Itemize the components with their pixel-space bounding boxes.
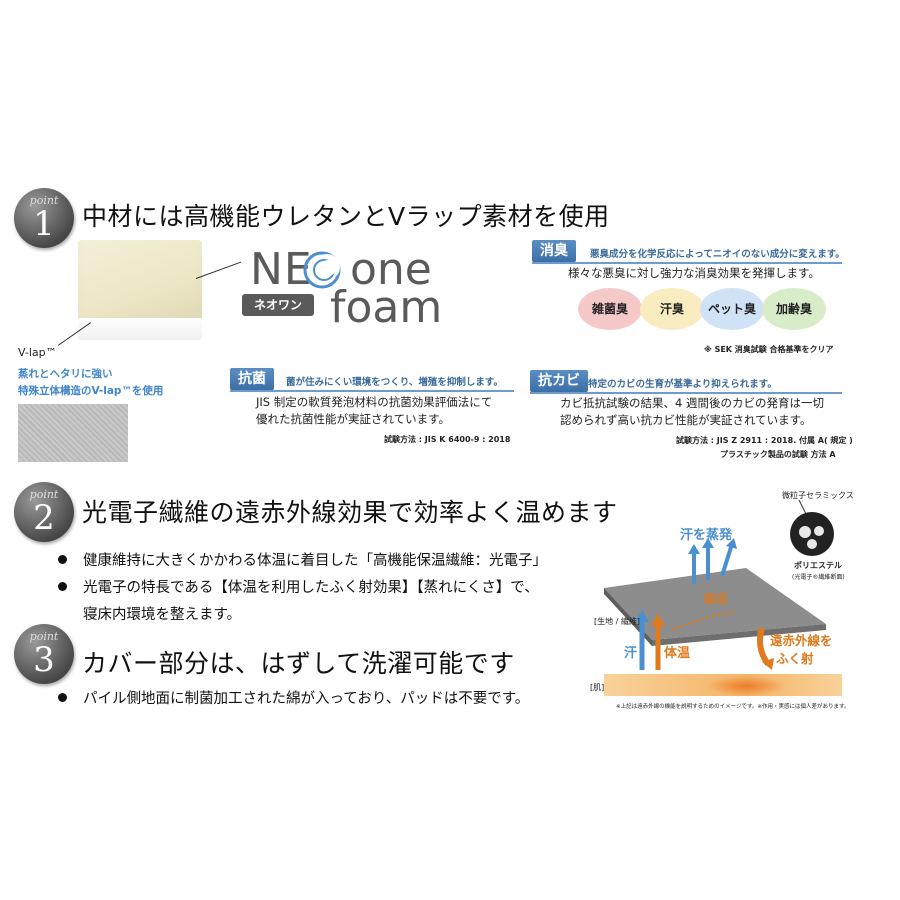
odor-label: 雑菌臭 bbox=[591, 302, 628, 316]
sweat-evap-label: 汗を蒸発 bbox=[680, 528, 733, 543]
antimold-note-line2: プラスチック製品の試験 方法 A bbox=[720, 450, 836, 459]
antibacterial-body-line2: 優れた抗菌性能が実証されています。 bbox=[256, 412, 451, 426]
antimold-body-line1: カビ抵抗試験の結果、4 週間後のカビの発育は一切 bbox=[560, 396, 824, 410]
point-word: point bbox=[29, 630, 59, 643]
diagram-illustration bbox=[604, 499, 842, 696]
deodorant-tag: 消臭 bbox=[532, 240, 576, 262]
point-number: 2 bbox=[33, 498, 55, 538]
odor-circle: 雑菌臭 bbox=[578, 288, 642, 330]
odor-circle: ペット臭 bbox=[700, 288, 764, 330]
antimold-body-line2: 認められず高い抗カビ性能が実証されています。 bbox=[560, 413, 812, 427]
point-number: 1 bbox=[33, 204, 55, 244]
body-temp-label: 体温 bbox=[664, 646, 691, 661]
point-word: point bbox=[29, 194, 59, 207]
absorb-label: 吸収 bbox=[704, 592, 729, 606]
point-badge-2: point 2 bbox=[14, 482, 74, 542]
antibacterial-note: 試験方法 : JIS K 6400-9 : 2018 bbox=[384, 435, 511, 444]
skin-label: [肌] bbox=[590, 683, 605, 692]
section1-heading: 中材には高機能ウレタンとVラップ素材を使用 bbox=[82, 202, 610, 231]
deodorant-note: ※ SEK 消臭試験 合格基準をクリア bbox=[704, 345, 834, 354]
antibacterial-body-line1: JIS 制定の軟質発泡材料の抗菌効果評価法にて bbox=[256, 395, 493, 409]
vlap-layer-image bbox=[78, 318, 202, 340]
antimold-tag: 抗カビ bbox=[530, 370, 588, 392]
vlap-fabric-image bbox=[18, 404, 128, 462]
ceramic-label: 微粒子セラミックス bbox=[782, 491, 854, 500]
odor-label: ペット臭 bbox=[707, 302, 756, 316]
vlap-note-line1: 蒸れとヘタリに強い bbox=[18, 368, 113, 380]
odor-circle: 加齢臭 bbox=[762, 288, 826, 330]
bullet-dot bbox=[58, 582, 67, 591]
polyester-label: ポリエステル bbox=[794, 561, 842, 570]
vlap-label: V-lap™ bbox=[18, 346, 57, 359]
deodorant-desc: 悪臭成分を化学反応によってニオイのない成分に変えます。 bbox=[590, 249, 845, 260]
point-badge-3: point 3 bbox=[14, 624, 74, 684]
logo-pointer-line bbox=[195, 261, 242, 279]
antimold-underline bbox=[530, 392, 842, 394]
antibacterial-tag: 抗菌 bbox=[230, 368, 274, 390]
section2-bullet2-text: 光電子の特長である【体温を利用したふく射効果】【蒸れにくさ】で、 bbox=[83, 580, 539, 596]
section3-bullet1-text: パイル側地面に制菌加工された綿が入っており、パッドは不要です。 bbox=[83, 691, 530, 707]
bullet-dot bbox=[58, 555, 67, 564]
antimold-note-line1: 試験方法 : JIS Z 2911 : 2018. 付属 A( 規定 ) bbox=[676, 436, 853, 445]
polyester-sub-label: (光電子®繊維断面) bbox=[792, 574, 845, 581]
bullet-dot bbox=[58, 693, 67, 702]
logo-kana: ネオワン bbox=[242, 294, 314, 316]
section2-bullet1-text: 健康維持に大きくかかわる体温に着目した「高機能保温繊維：光電子」 bbox=[83, 553, 547, 569]
logo-ne: NE bbox=[250, 244, 313, 295]
deodorant-underline bbox=[532, 262, 842, 264]
point-word: point bbox=[29, 488, 59, 501]
logo-one: one bbox=[350, 244, 432, 295]
far-ir-label-line1: 遠赤外線を bbox=[770, 633, 833, 648]
odor-label: 加齢臭 bbox=[775, 302, 812, 316]
odor-circle: 汗臭 bbox=[640, 288, 704, 330]
far-ir-label-line2: ふく射 bbox=[776, 651, 814, 666]
logo-crescent-icon bbox=[303, 251, 341, 289]
vlap-note-line2: 特殊立体構造のV-lap™を使用 bbox=[18, 385, 164, 397]
section2-bullet2-line2: 寝床内環境を整えます。 bbox=[83, 607, 242, 623]
point-badge-1: point 1 bbox=[14, 188, 74, 248]
point-number: 3 bbox=[33, 640, 55, 680]
far-infrared-diagram: 微粒子セラミックス ポリエステル (光電子®繊維断面) 汗を蒸発 吸収 [生地 … bbox=[586, 488, 854, 716]
antimold-desc: 特定のカビの生育が基準より抑えられます。 bbox=[588, 379, 777, 390]
sweat-label: 汗 bbox=[624, 646, 638, 661]
odor-label: 汗臭 bbox=[659, 302, 684, 316]
section2-heading: 光電子繊維の遠赤外線効果で効率よく温めます bbox=[82, 498, 618, 527]
section3-heading: カバー部分は、はずして洗濯可能です bbox=[82, 649, 515, 678]
logo-foam: foam bbox=[330, 282, 443, 333]
diagram-footnote: ※上記は遠赤外線の機能を説明するためのイメージです。※作用・実感には個人差があり… bbox=[616, 704, 850, 710]
fabric-label: [生地 / 繊維] bbox=[594, 617, 641, 626]
antibacterial-underline bbox=[230, 390, 514, 392]
antibacterial-desc: 菌が住みにくい環境をつくり、増殖を抑制します。 bbox=[286, 377, 503, 388]
section2-bullet2: 光電子の特長である【体温を利用したふく射効果】【蒸れにくさ】で、 bbox=[58, 576, 539, 597]
section3-bullet1: パイル側地面に制菌加工された綿が入っており、パッドは不要です。 bbox=[58, 687, 529, 708]
deodorant-body: 様々な悪臭に対し強力な消臭効果を発揮します。 bbox=[568, 266, 820, 280]
section2-bullet1: 健康維持に大きくかかわる体温に着目した「高機能保温繊維：光電子」 bbox=[58, 549, 547, 570]
